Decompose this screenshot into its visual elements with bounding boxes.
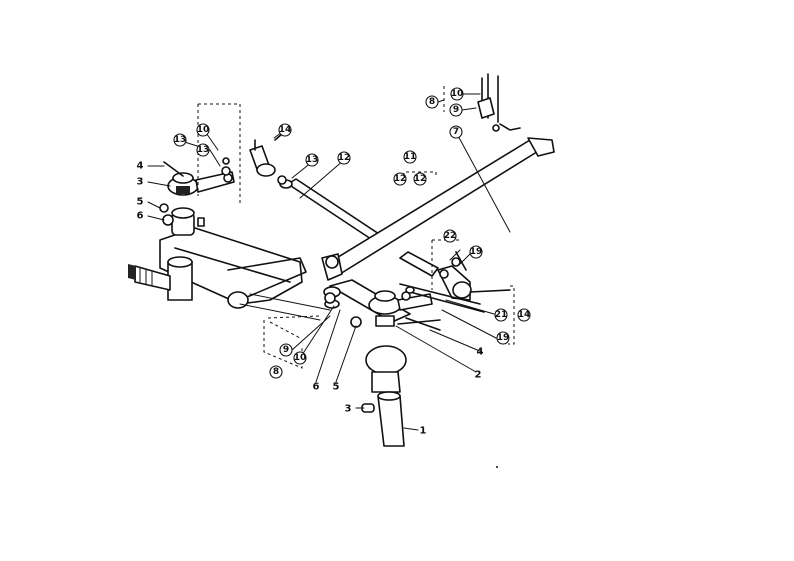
- label-5-left: 5: [137, 197, 144, 208]
- callout-13-mid: 13: [305, 153, 319, 167]
- label-4-left: 4: [137, 161, 144, 172]
- label-3-left: 3: [137, 177, 144, 188]
- callout-11: 11: [403, 150, 417, 164]
- right-spindle-assembly: [361, 345, 407, 447]
- callout-label: 14: [518, 310, 531, 320]
- callout-10-top: 10: [450, 87, 464, 101]
- speck: [496, 466, 498, 468]
- callout-label: 9: [283, 345, 289, 355]
- front-axle-beam: [159, 227, 331, 321]
- callout-14-left: 14: [278, 123, 292, 137]
- label-5-bottom: 5: [333, 382, 340, 393]
- callout-label: 12: [414, 174, 427, 184]
- left-spindle-assembly: [128, 207, 195, 301]
- callout-label: 22: [444, 231, 457, 241]
- callout-9-bottom: 9: [279, 343, 293, 357]
- callout-label: 10: [294, 353, 307, 363]
- callout-label: 8: [273, 367, 279, 377]
- upper-bracket: [477, 73, 521, 131]
- callout-label: 13: [197, 145, 210, 155]
- callout-label: 19: [470, 247, 483, 257]
- callout-label: 14: [279, 125, 292, 135]
- callout-label: 19: [497, 333, 510, 343]
- callout-label: 13: [306, 155, 319, 165]
- callout-13-left-b: 13: [196, 143, 210, 157]
- callout-label: 9: [453, 105, 459, 115]
- short-tie-rod: [279, 178, 383, 242]
- callout-label: 11: [404, 152, 417, 162]
- callout-13-left: 13: [173, 133, 187, 147]
- callout-label: 12: [394, 174, 407, 184]
- callout-8-bottom: 8: [269, 365, 283, 379]
- callout-label: 10: [451, 89, 464, 99]
- label-4-right: 4: [477, 347, 484, 358]
- callout-label: 12: [338, 153, 351, 163]
- part-number-labels: 4 3 5 6 4 2 6 5 3 1: [137, 161, 484, 437]
- callout-12-mid: 12: [337, 151, 351, 165]
- callout-label: 7: [453, 127, 459, 137]
- label-6-left: 6: [137, 211, 144, 222]
- callout-label: 21: [495, 310, 508, 320]
- callout-21: 21: [494, 308, 508, 322]
- callout-22: 22: [443, 229, 457, 243]
- drag-link: [321, 137, 555, 281]
- callout-12-group-b: 12: [413, 172, 427, 186]
- callout-19-bottom: 19: [496, 331, 510, 345]
- hardware-parts: [159, 124, 500, 328]
- callout-label: 8: [429, 97, 435, 107]
- left-steering-arm: [163, 161, 235, 196]
- callout-12-group-a: 12: [393, 172, 407, 186]
- callout-19-top: 19: [469, 245, 483, 259]
- right-steering-arm: [368, 290, 441, 327]
- label-2: 2: [475, 370, 482, 381]
- right-link-bolts: [399, 283, 485, 331]
- left-tie-rod-end: [249, 139, 276, 177]
- callout-9-top: 9: [449, 103, 463, 117]
- label-1: 1: [420, 426, 427, 437]
- callout-label: 10: [197, 125, 210, 135]
- leader-lines: [147, 93, 511, 431]
- callout-10-left: 10: [196, 123, 210, 137]
- callout-14-right: 14: [517, 308, 531, 322]
- callout-10-bottom: 10: [293, 351, 307, 365]
- callout-8-top: 8: [425, 95, 439, 109]
- callout-label: 13: [174, 135, 187, 145]
- label-3-bottom: 3: [345, 404, 352, 415]
- label-6-bottom: 6: [313, 382, 320, 393]
- callout-7: 7: [449, 125, 463, 139]
